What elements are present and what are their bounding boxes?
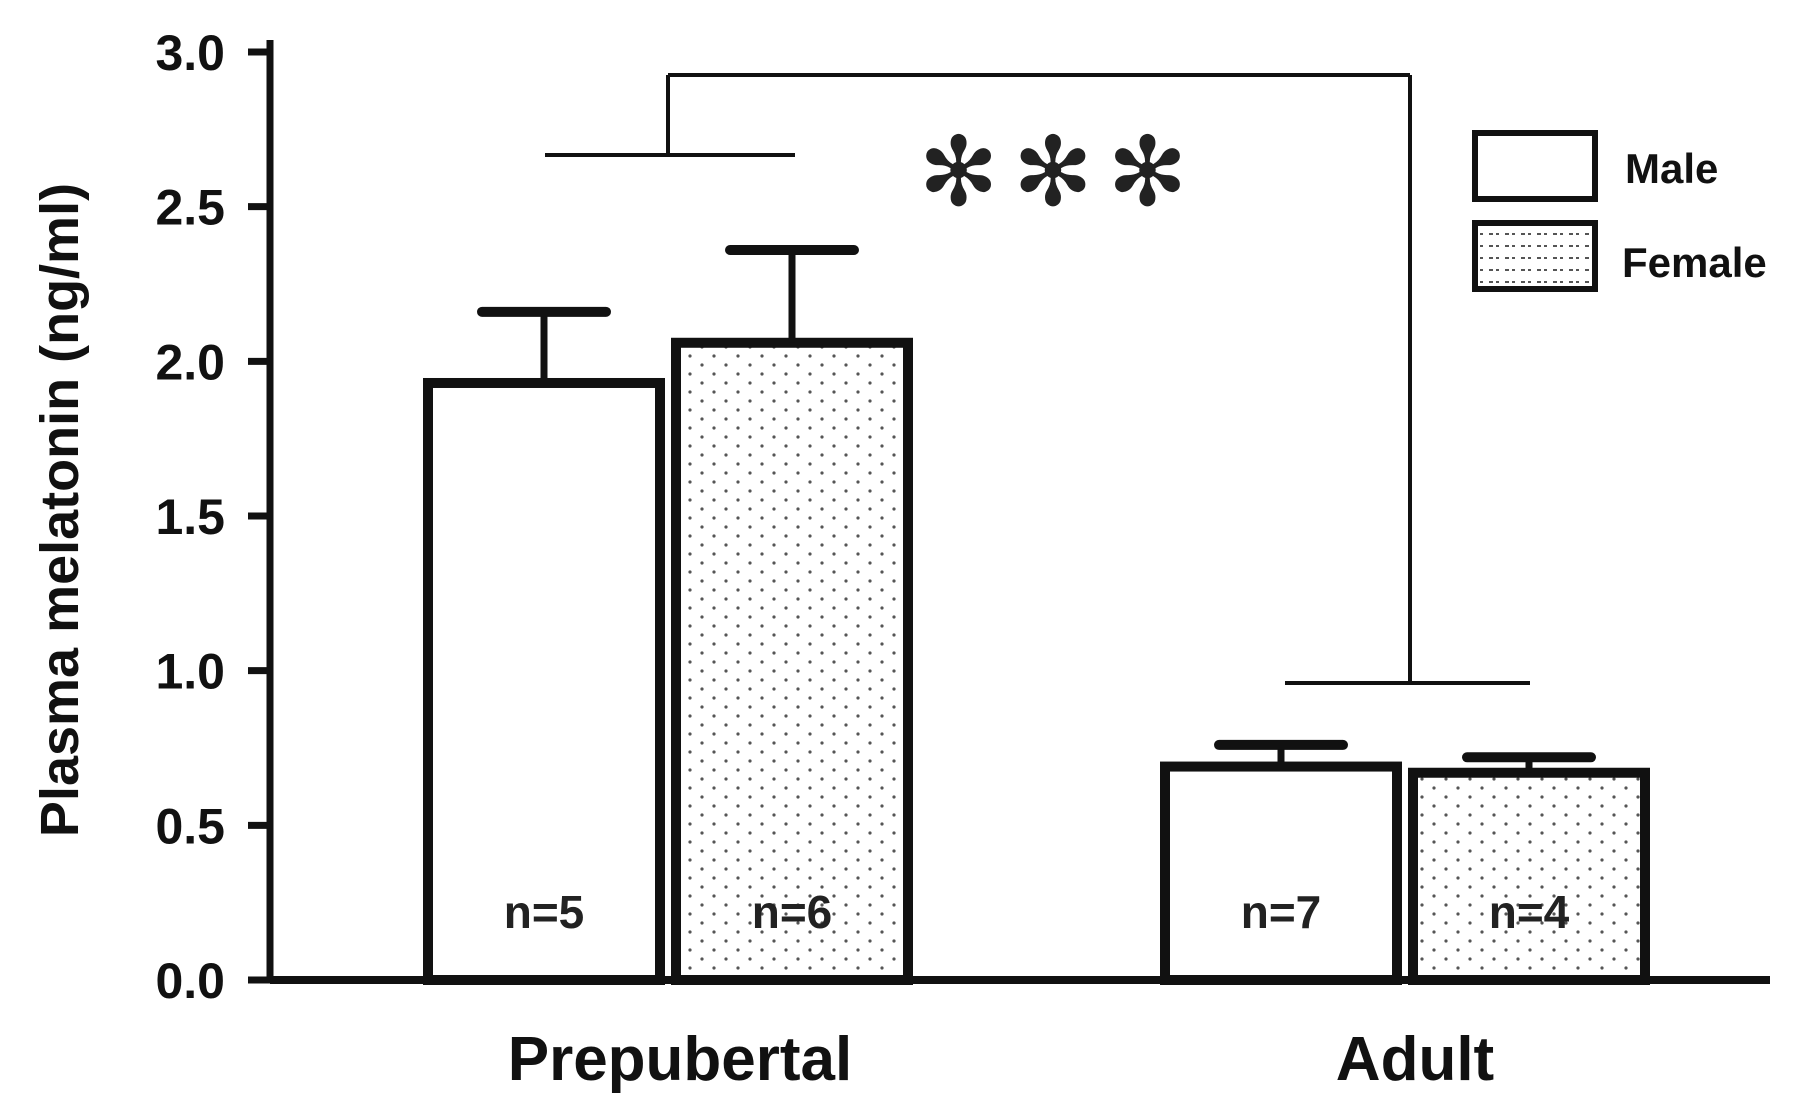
y-tick-label-0: 0.0 — [155, 953, 225, 1009]
n-label-female-adult: n=4 — [1489, 886, 1570, 938]
y-tick-label-1: 0.5 — [155, 798, 225, 854]
bar-male-prepubertal — [423, 377, 665, 985]
bar-male-adult — [1160, 761, 1402, 985]
n-label-male-adult: n=7 — [1241, 886, 1322, 938]
y-ticks: 0.0 0.5 1.0 1.5 2.0 2.5 3.0 — [155, 25, 270, 1009]
y-tick-label-5: 2.5 — [155, 180, 225, 236]
legend: Male Female — [1472, 130, 1767, 292]
y-axis-title: Plasma melatonin (ng/ml) — [30, 183, 90, 837]
category-label-adult: Adult — [1336, 1025, 1494, 1094]
bars-layer — [423, 337, 1650, 986]
legend-swatch-female — [1472, 220, 1598, 292]
bar-female-adult — [1408, 767, 1650, 985]
error-bars-layer — [477, 244, 1596, 773]
category-labels: Prepubertal Adult — [508, 1025, 1494, 1094]
legend-label-female: Female — [1622, 239, 1767, 286]
y-tick-label-3: 1.5 — [155, 489, 225, 545]
n-label-female-prepubertal: n=6 — [752, 886, 833, 938]
bar-female-prepubertal — [671, 337, 913, 986]
category-label-prepubertal: Prepubertal — [508, 1025, 853, 1094]
legend-label-male: Male — [1625, 145, 1718, 192]
legend-swatch-male — [1472, 130, 1598, 202]
y-tick-label-6: 3.0 — [155, 25, 225, 81]
y-tick-label-2: 1.0 — [155, 644, 225, 700]
y-tick-label-4: 2.0 — [155, 334, 225, 390]
significance-asterisks: ✻✻✻ — [918, 116, 1201, 228]
n-label-male-prepubertal: n=5 — [504, 886, 585, 938]
significance-bracket — [545, 73, 1530, 685]
n-labels: n=5 n=7 n=6 n=4 — [504, 886, 1570, 938]
